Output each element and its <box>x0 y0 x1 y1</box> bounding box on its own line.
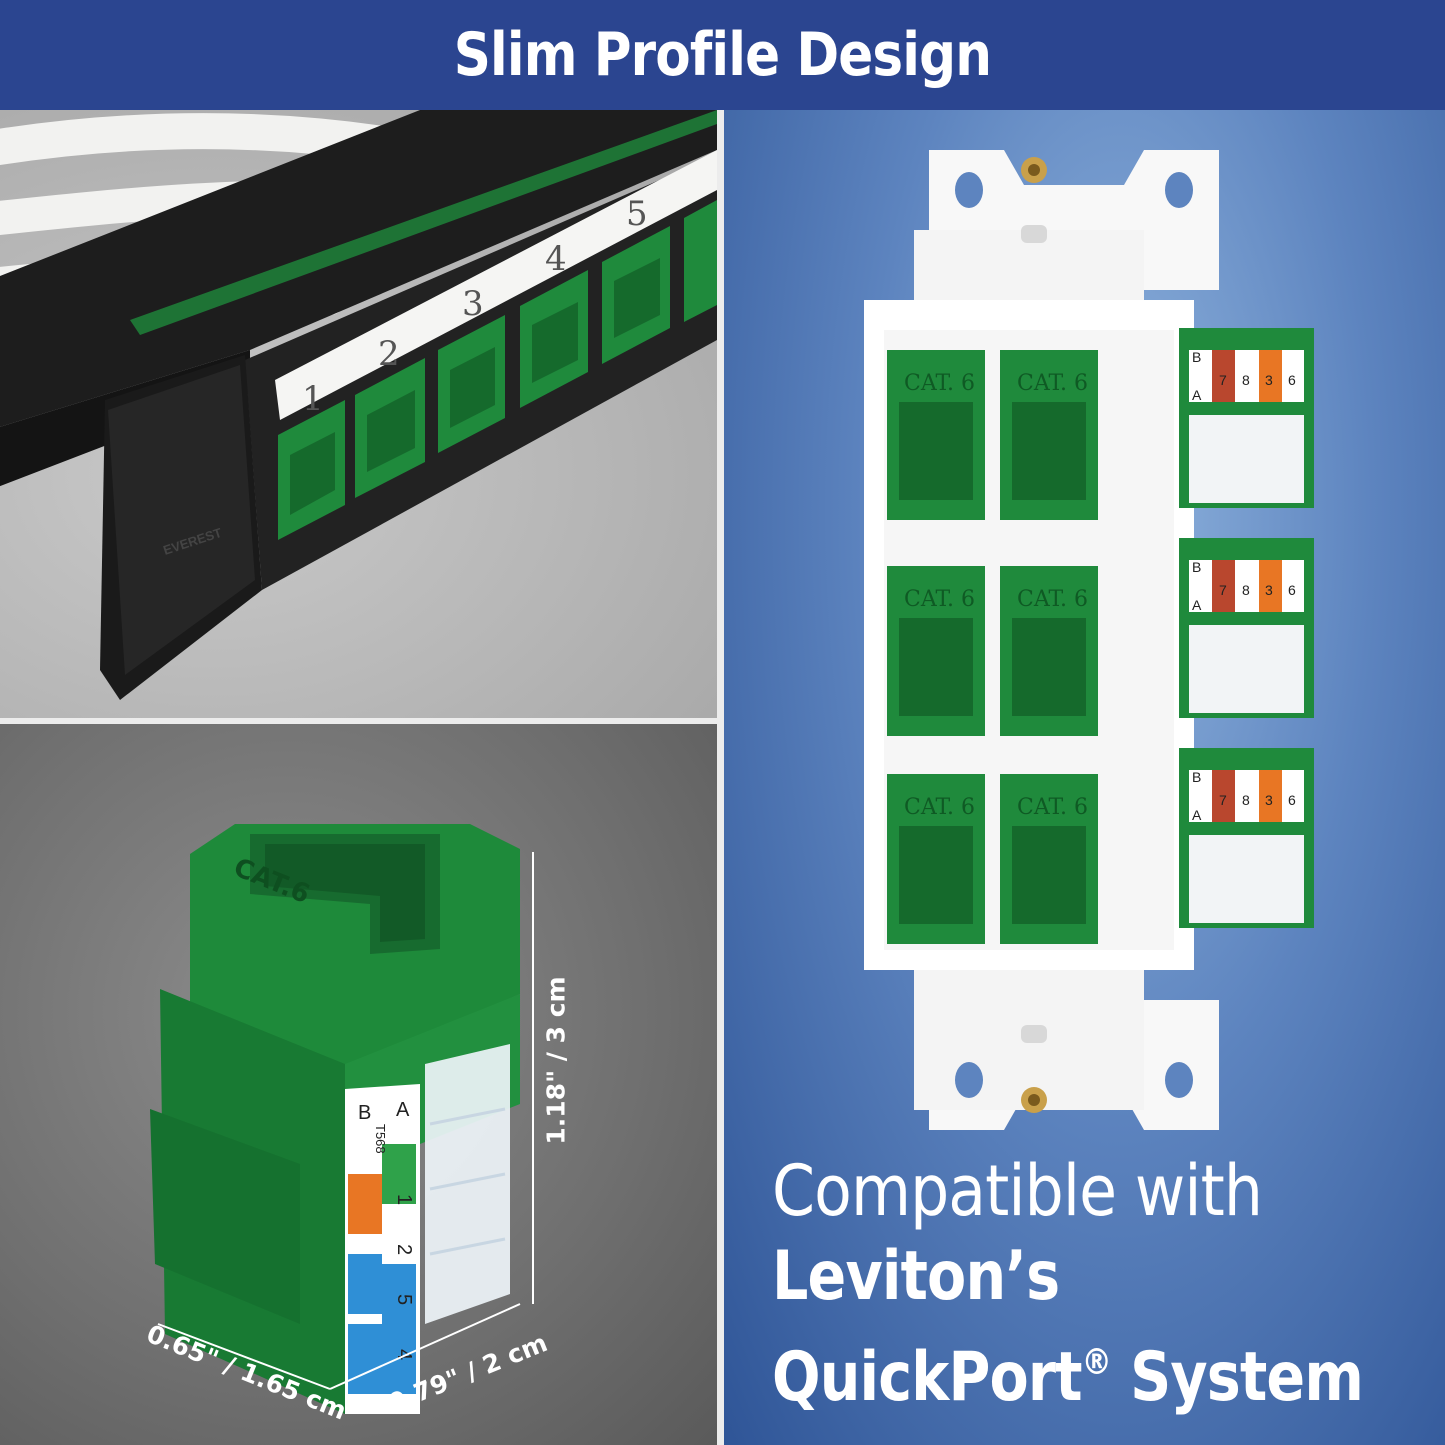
wiring-row-b: B <box>358 1102 371 1124</box>
compatibility-tagline: Compatible with Leviton’s QuickPort® Sys… <box>772 1148 1432 1421</box>
dimension-height: 1.18" / 3 cm <box>541 976 571 1145</box>
module3-pin-8: 8 <box>1242 792 1250 808</box>
tagline-system: System <box>1111 1338 1364 1417</box>
port-number-4: 4 <box>545 239 567 279</box>
wiring-pin-1: 1 <box>393 1194 415 1205</box>
tagline-line1: Compatible with <box>772 1150 1263 1232</box>
module1-pin-6: 6 <box>1288 372 1296 388</box>
title-banner: Slim Profile Design <box>0 0 1445 110</box>
module1-pin-8: 8 <box>1242 372 1250 388</box>
module2-pin-3: 3 <box>1265 582 1273 598</box>
panel-divider-vertical <box>717 110 724 1445</box>
module1-pin-7: 7 <box>1219 372 1227 388</box>
module2-row-b: B <box>1192 559 1201 575</box>
jack-label-4: CAT. 6 <box>1017 587 1088 612</box>
module2-pin-7: 7 <box>1219 582 1227 598</box>
registered-mark: ® <box>1081 1342 1112 1383</box>
wiring-pin-4: 4 <box>393 1349 415 1360</box>
port-number-2: 2 <box>378 334 400 374</box>
port-number-3: 3 <box>462 284 484 324</box>
module2-row-a: A <box>1192 597 1202 613</box>
module3-row-a: A <box>1192 807 1202 823</box>
tagline-line3: QuickPort® System <box>772 1320 1364 1421</box>
panel-divider-horizontal <box>0 718 724 724</box>
module1-pin-3: 3 <box>1265 372 1273 388</box>
keystone-illustration: CAT.6 A B T568 1 2 5 4 <box>150 824 534 1414</box>
wiring-pin-2: 2 <box>393 1244 415 1255</box>
tagline-quickport: QuickPort <box>772 1338 1083 1417</box>
wallplate-illustration: B A 7 8 3 6 B A 7 8 3 6 B A 7 8 3 6 <box>864 150 1314 1130</box>
module3-pin-6: 6 <box>1288 792 1296 808</box>
banner-title: Slim Profile Design <box>453 20 992 90</box>
jack-label-1: CAT. 6 <box>904 371 975 396</box>
module1-row-b: B <box>1192 349 1201 365</box>
wiring-standard: T568 <box>373 1124 388 1154</box>
patch-panel-illustration: 1 2 3 4 5 EVEREST <box>0 110 717 700</box>
port-number-5: 5 <box>626 194 648 234</box>
wiring-pin-5: 5 <box>393 1294 415 1305</box>
patch-panel-photo: 1 2 3 4 5 EVEREST <box>0 110 717 718</box>
module1-row-a: A <box>1192 387 1202 403</box>
port-number-1: 1 <box>302 379 324 419</box>
jack-label-6: CAT. 6 <box>1017 795 1088 820</box>
module2-pin-8: 8 <box>1242 582 1250 598</box>
module3-pin-3: 3 <box>1265 792 1273 808</box>
jack-label-3: CAT. 6 <box>904 587 975 612</box>
keystone-photo: CAT.6 A B T568 1 2 5 4 <box>0 724 717 1445</box>
wallplate-photo: B A 7 8 3 6 B A 7 8 3 6 B A 7 8 3 6 <box>724 110 1445 1445</box>
jack-label-2: CAT. 6 <box>1017 371 1088 396</box>
module3-row-b: B <box>1192 769 1201 785</box>
module2-pin-6: 6 <box>1288 582 1296 598</box>
jack-label-5: CAT. 6 <box>904 795 975 820</box>
wiring-row-a: A <box>396 1099 410 1121</box>
tagline-line2: Leviton’s <box>772 1237 1060 1316</box>
module3-pin-7: 7 <box>1219 792 1227 808</box>
